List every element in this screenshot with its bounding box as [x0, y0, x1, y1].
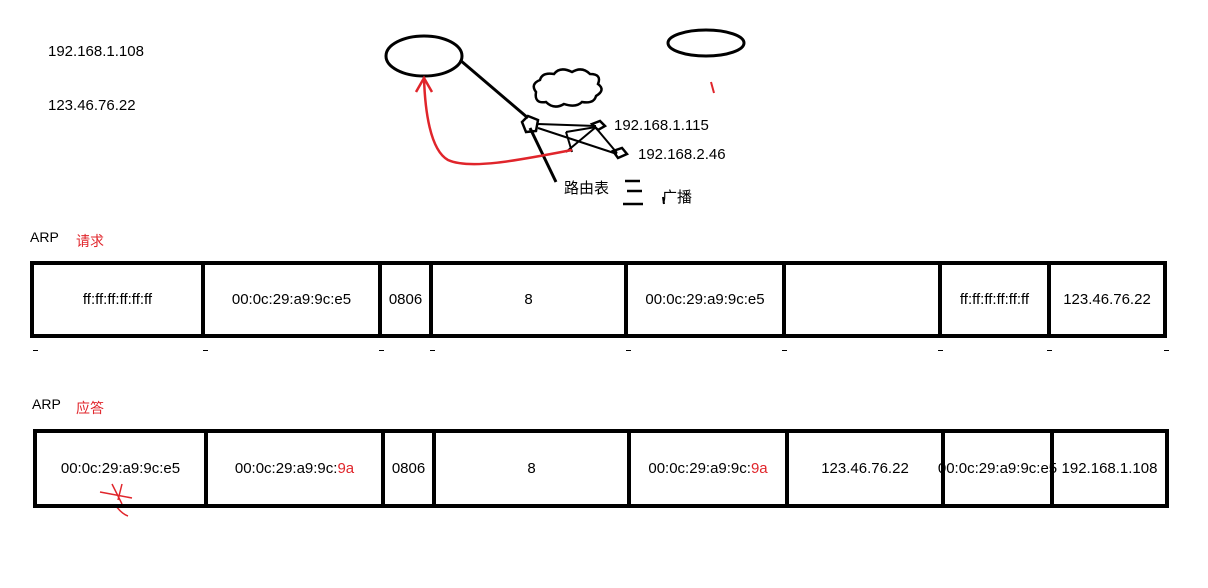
arp-reply-field-3: 0806: [385, 433, 436, 504]
arp-reply-field-7-text: 00:0c:29:a9:9c:e5: [937, 460, 1058, 477]
arp-reply-field-2: 00:0c:29:a9:9c:9a: [208, 433, 385, 504]
arp-request-field-6: [786, 265, 942, 334]
red-arrowhead: [414, 75, 434, 93]
arp-request-field-1-text: ff:ff:ff:ff:ff:ff: [82, 291, 153, 308]
broadcast-label: 广播: [662, 189, 693, 206]
tick-mark: [379, 350, 384, 351]
ip-label-b: 123.46.76.22: [48, 97, 136, 114]
arp-reply-field-5: 00:0c:29:a9:9c:9a: [631, 433, 789, 504]
ip-label-d: 192.168.2.46: [638, 146, 726, 163]
host-node-left: [384, 34, 464, 78]
tick-mark: [782, 350, 787, 351]
arp-request-field-2-text: 00:0c:29:a9:9c:e5: [231, 291, 352, 308]
host-node-right: [666, 28, 746, 58]
arp-request-field-8-text: 123.46.76.22: [1063, 291, 1151, 308]
tick-mark: [626, 350, 631, 351]
arp-request-field-4: 8: [433, 265, 628, 334]
ip-label-c: 192.168.1.115: [614, 117, 709, 134]
router-links: [537, 123, 618, 155]
arp-request-field-3: 0806: [382, 265, 433, 334]
arp-reply-field-7: 00:0c:29:a9:9c:e5: [938, 433, 1057, 504]
arp-request-field-5-text: 00:0c:29:a9:9c:e5: [645, 291, 765, 308]
small-mark: [662, 196, 665, 205]
arp-request-field-4-text: 8: [524, 291, 533, 308]
arp-reply-field-4-text: 8: [527, 460, 536, 477]
arp-reply-field-4: 8: [436, 433, 631, 504]
arp-request-field-1: ff:ff:ff:ff:ff:ff: [34, 265, 205, 334]
tick-mark: [33, 350, 38, 351]
arp-reply-field-3-text: 0806: [391, 460, 426, 477]
arp-reply-field-1: 00:0c:29:a9:9c:e5: [37, 433, 208, 504]
switch-icon-a: [589, 119, 608, 132]
arp-request-field-2: 00:0c:29:a9:9c:e5: [205, 265, 382, 334]
arp-reply-field-2-text-1: 00:0c:29:a9:9c:: [234, 460, 338, 477]
arp-reply-field-1-text: 00:0c:29:a9:9c:e5: [60, 460, 181, 477]
tick-mark: [430, 350, 435, 351]
cloud-icon: [532, 68, 603, 108]
arp-reply-field-2-text-2: 9a: [337, 460, 355, 477]
arp-reply-field-6-text: 123.46.76.22: [821, 460, 909, 477]
arp-request-field-8: 123.46.76.22: [1051, 265, 1163, 334]
tick-mark: [1047, 350, 1052, 351]
ip-label-a: 192.168.1.108: [48, 43, 144, 60]
tick-mark: [1164, 350, 1169, 351]
routing-table-label: 路由表: [564, 180, 610, 197]
arp-request-field-7: ff:ff:ff:ff:ff:ff: [942, 265, 1051, 334]
arp-reply-field-8: 192.168.1.108: [1054, 433, 1165, 504]
arp-reply-title: ARP: [32, 396, 61, 412]
arp-request-field-5: 00:0c:29:a9:9c:e5: [628, 265, 786, 334]
switch-icon-b: [610, 146, 630, 160]
arp-reply-field-5-text-2: 9a: [750, 460, 768, 477]
arp-request-field-7-text: ff:ff:ff:ff:ff:ff: [959, 291, 1030, 308]
arp-request-title: ARP: [30, 229, 59, 245]
arp-reply-subtitle: 应答: [76, 400, 104, 416]
arp-reply-field-5-text-1: 00:0c:29:a9:9c:: [648, 460, 751, 477]
tick-mark: [938, 350, 943, 351]
arp-reply-field-6: 123.46.76.22: [789, 433, 945, 504]
red-arrow: [422, 77, 573, 166]
link-host-router: [459, 58, 529, 120]
tick-mark: [203, 350, 208, 351]
red-mark: [710, 81, 715, 94]
arp-request-frame: ff:ff:ff:ff:ff:ff 00:0c:29:a9:9c:e5 0806 8 0…: [30, 261, 1167, 338]
arp-request-subtitle: 请求: [76, 233, 104, 249]
arp-reply-field-8-text: 192.168.1.108: [1061, 460, 1158, 477]
equals-mark: [623, 179, 643, 206]
arp-request-field-3-text: 0806: [388, 291, 423, 308]
arp-request-ticks: [30, 350, 1170, 354]
